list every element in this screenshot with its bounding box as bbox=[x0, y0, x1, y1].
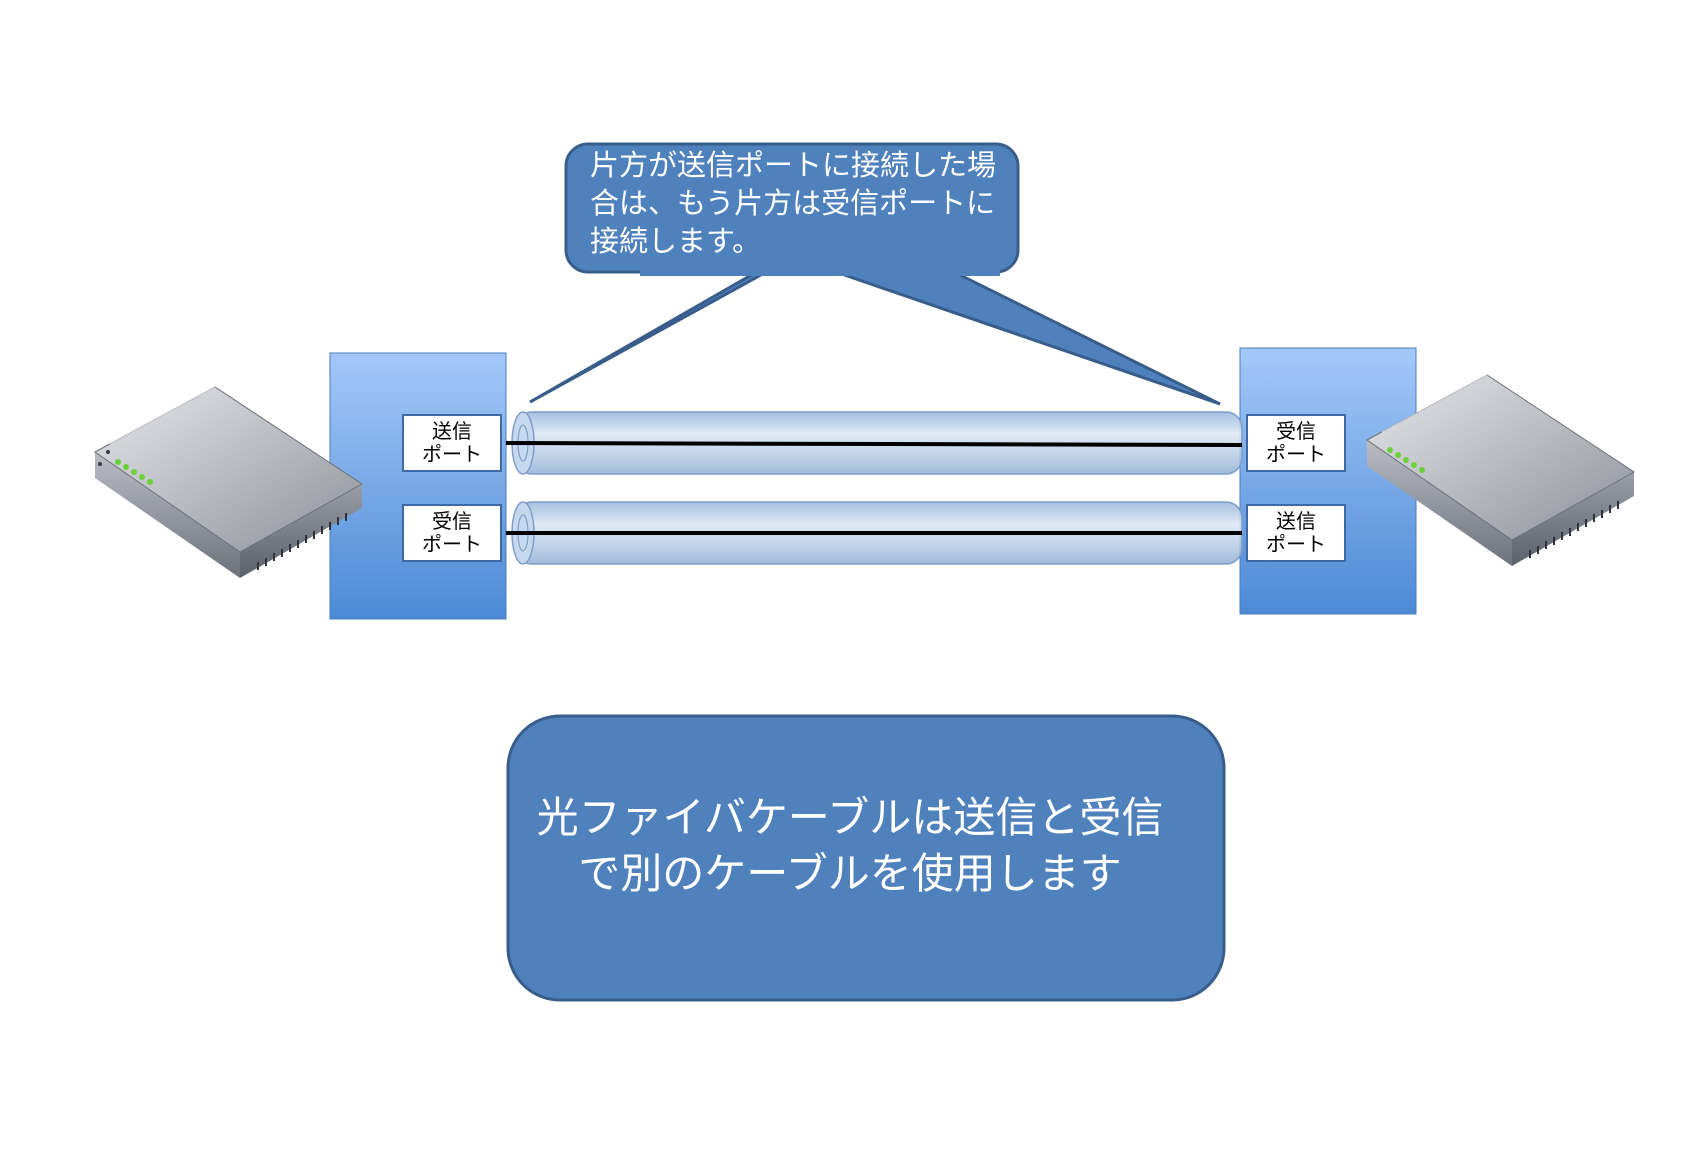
left-receive-port-label: 受信 ポート bbox=[402, 504, 502, 562]
port-label-line1: 送信 bbox=[432, 419, 472, 443]
fiber-core-top bbox=[505, 441, 1243, 447]
port-label-line1: 送信 bbox=[1276, 509, 1316, 533]
port-label-line2: ポート bbox=[1266, 532, 1326, 556]
port-label-line1: 受信 bbox=[432, 509, 472, 533]
port-label-line2: ポート bbox=[422, 532, 482, 556]
main-note-box bbox=[506, 714, 1226, 1002]
callout-pointer bbox=[529, 268, 1221, 406]
callout-bubble bbox=[529, 142, 1221, 406]
fiber-cable-bottom bbox=[506, 501, 1243, 565]
port-label-line1: 受信 bbox=[1276, 419, 1316, 443]
callout-joint bbox=[640, 266, 1000, 276]
right-transmit-port-label: 送信 ポート bbox=[1246, 504, 1346, 562]
port-label-line2: ポート bbox=[422, 442, 482, 466]
right-receive-port-label: 受信 ポート bbox=[1246, 414, 1346, 472]
left-transmit-port-label: 送信 ポート bbox=[402, 414, 502, 472]
main-note-text: 光ファイバケーブルは送信と受信で別のケーブルを使用します bbox=[536, 793, 1164, 898]
port-label-line2: ポート bbox=[1266, 442, 1326, 466]
fiber-cable-top bbox=[505, 411, 1243, 475]
network-switch-icon bbox=[94, 386, 363, 578]
callout-text: 片方が送信ポートに接続した場合は、もう片方は受信ポートに接続します。 bbox=[590, 148, 997, 258]
network-switch-icon bbox=[1366, 374, 1635, 566]
